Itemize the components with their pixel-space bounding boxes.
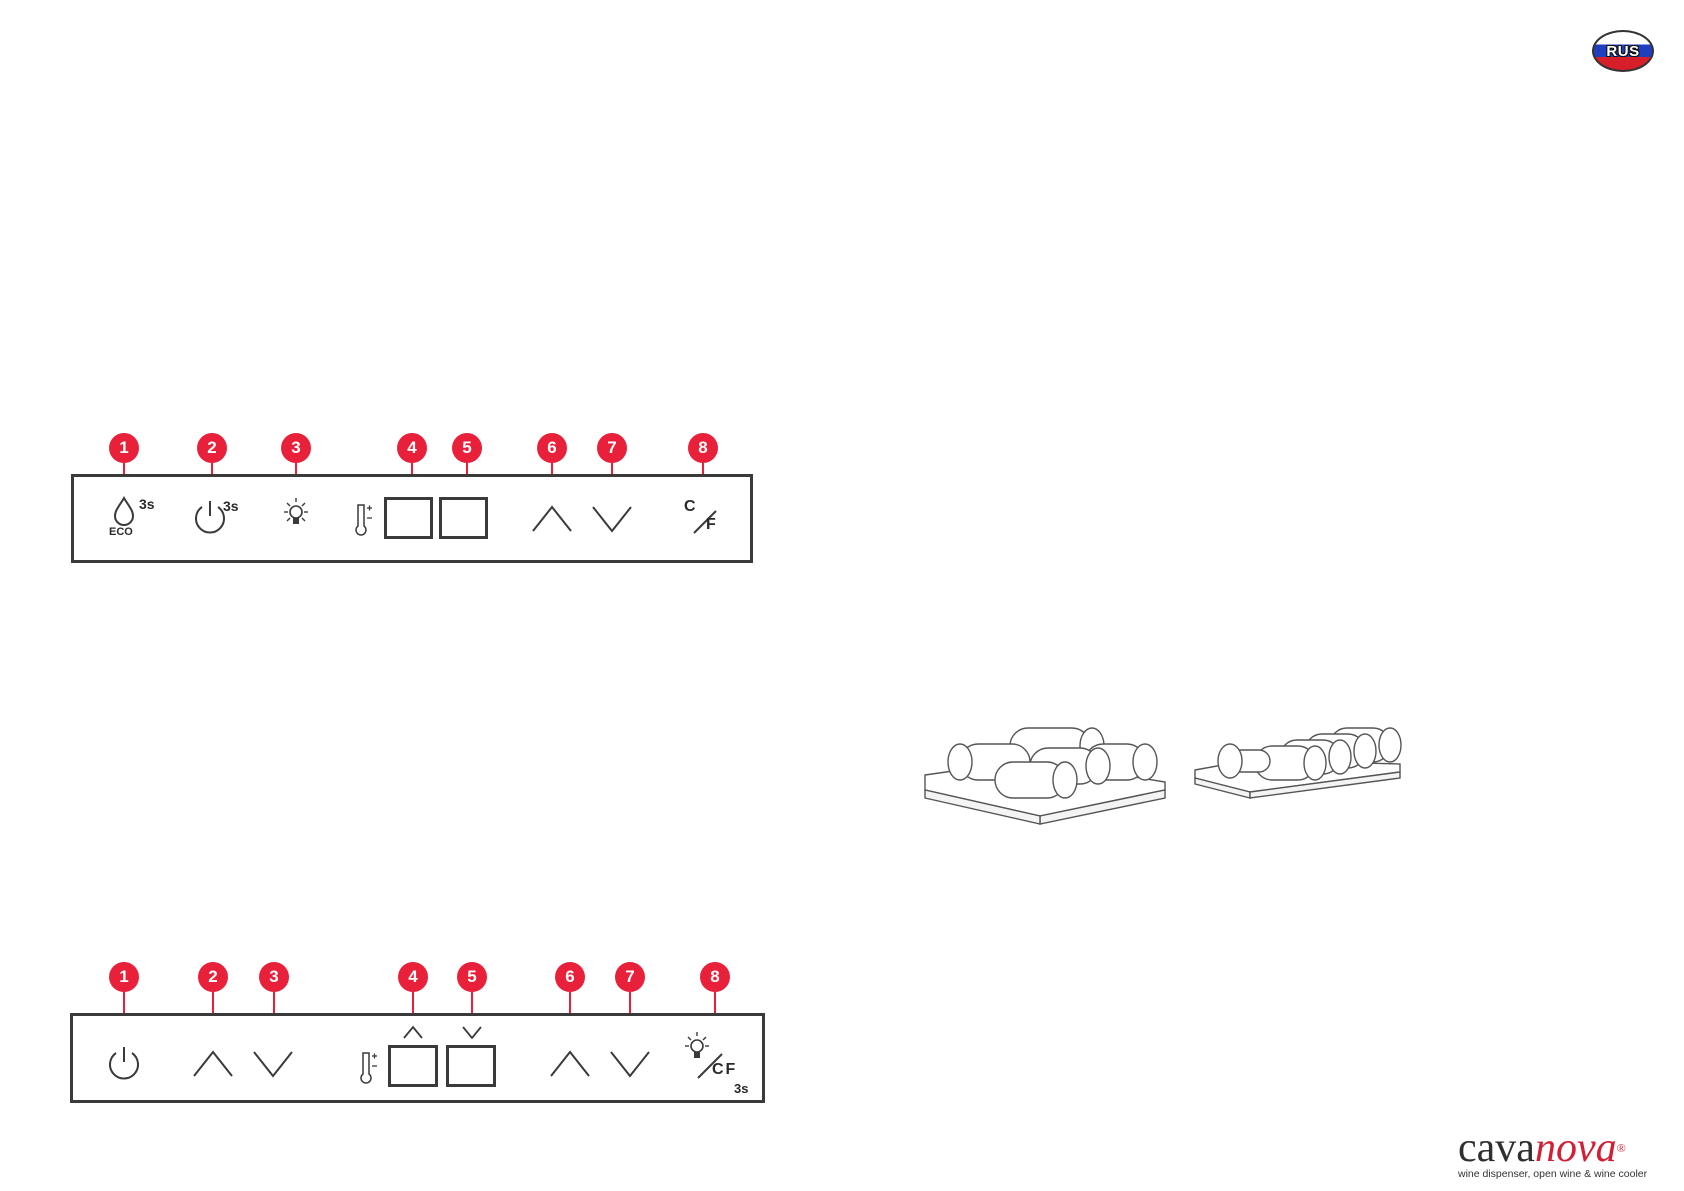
logo-wordmark: cavanova® xyxy=(1458,1125,1658,1171)
arrow-down-icon xyxy=(592,506,632,533)
temperature-display-left xyxy=(384,497,433,539)
language-badge-rus: RUS xyxy=(1592,30,1654,72)
callout-lead-8 xyxy=(714,992,716,1027)
callout-lead-1 xyxy=(123,992,125,1027)
unit-slash-icon xyxy=(697,1053,723,1079)
temperature-display-left xyxy=(388,1045,438,1087)
callout-badge-4: 4 xyxy=(397,433,427,463)
temperature-display-right xyxy=(446,1045,496,1087)
unit-cf-label: CF xyxy=(712,1061,738,1078)
callout-badge-7: 7 xyxy=(597,433,627,463)
cavanova-logo: cavanova® wine dispenser, open wine & wi… xyxy=(1458,1125,1658,1180)
callout-badge-7: 7 xyxy=(615,962,645,992)
language-badge-label: RUS xyxy=(1606,42,1640,60)
unit-c-label: C xyxy=(684,498,696,515)
callout-badge-1: 1 xyxy=(109,433,139,463)
callout-lead-4 xyxy=(412,992,414,1027)
callout-badge-2: 2 xyxy=(197,433,227,463)
zone-up-chevron-icon xyxy=(403,1025,423,1039)
callout-badge-8: 8 xyxy=(700,962,730,992)
eco-hold-label: 3s xyxy=(139,496,155,512)
logo-brand-suffix: nova xyxy=(1534,1125,1617,1171)
light-bulb-icon xyxy=(284,498,308,524)
callout-badge-6: 6 xyxy=(537,433,567,463)
zone-down-chevron-icon xyxy=(462,1026,482,1040)
callout-lead-3 xyxy=(273,992,275,1027)
arrow-down-icon xyxy=(610,1051,650,1078)
power-icon xyxy=(195,501,225,534)
callout-badge-1: 1 xyxy=(109,962,139,992)
thermometer-icon xyxy=(360,1052,377,1084)
arrow-up-icon xyxy=(532,505,572,532)
thermometer-icon xyxy=(355,504,372,536)
callout-lead-5 xyxy=(471,992,473,1027)
callout-lead-6 xyxy=(569,992,571,1027)
callout-badge-3: 3 xyxy=(259,962,289,992)
callout-badge-6: 6 xyxy=(555,962,585,992)
wine-shelf-illustration-row xyxy=(1194,727,1402,799)
callout-lead-7 xyxy=(629,992,631,1027)
logo-registered-mark: ® xyxy=(1616,1141,1626,1155)
callout-lead-2 xyxy=(212,992,214,1027)
arrow-up-icon xyxy=(550,1050,590,1077)
eco-label: ECO xyxy=(109,526,133,538)
power-hold-label: 3s xyxy=(223,498,239,514)
temperature-display-right xyxy=(439,497,488,539)
unit-slash-icon xyxy=(693,510,717,534)
wine-shelf-illustration-staggered xyxy=(924,727,1166,825)
callout-badge-2: 2 xyxy=(198,962,228,992)
callout-badge-8: 8 xyxy=(688,433,718,463)
arrow-up-icon xyxy=(193,1050,233,1077)
callout-badge-5: 5 xyxy=(452,433,482,463)
callout-badge-3: 3 xyxy=(281,433,311,463)
unit-f-label: F xyxy=(706,516,716,533)
light-bulb-icon xyxy=(685,1032,709,1058)
light-hold-label: 3s xyxy=(734,1081,749,1096)
callout-badge-5: 5 xyxy=(457,962,487,992)
callout-badge-4: 4 xyxy=(398,962,428,992)
water-drop-icon xyxy=(113,495,135,526)
logo-brand-prefix: cava xyxy=(1458,1125,1535,1171)
power-icon xyxy=(109,1047,139,1080)
logo-tagline: wine dispenser, open wine & wine cooler xyxy=(1458,1168,1648,1180)
arrow-down-icon xyxy=(253,1051,293,1078)
